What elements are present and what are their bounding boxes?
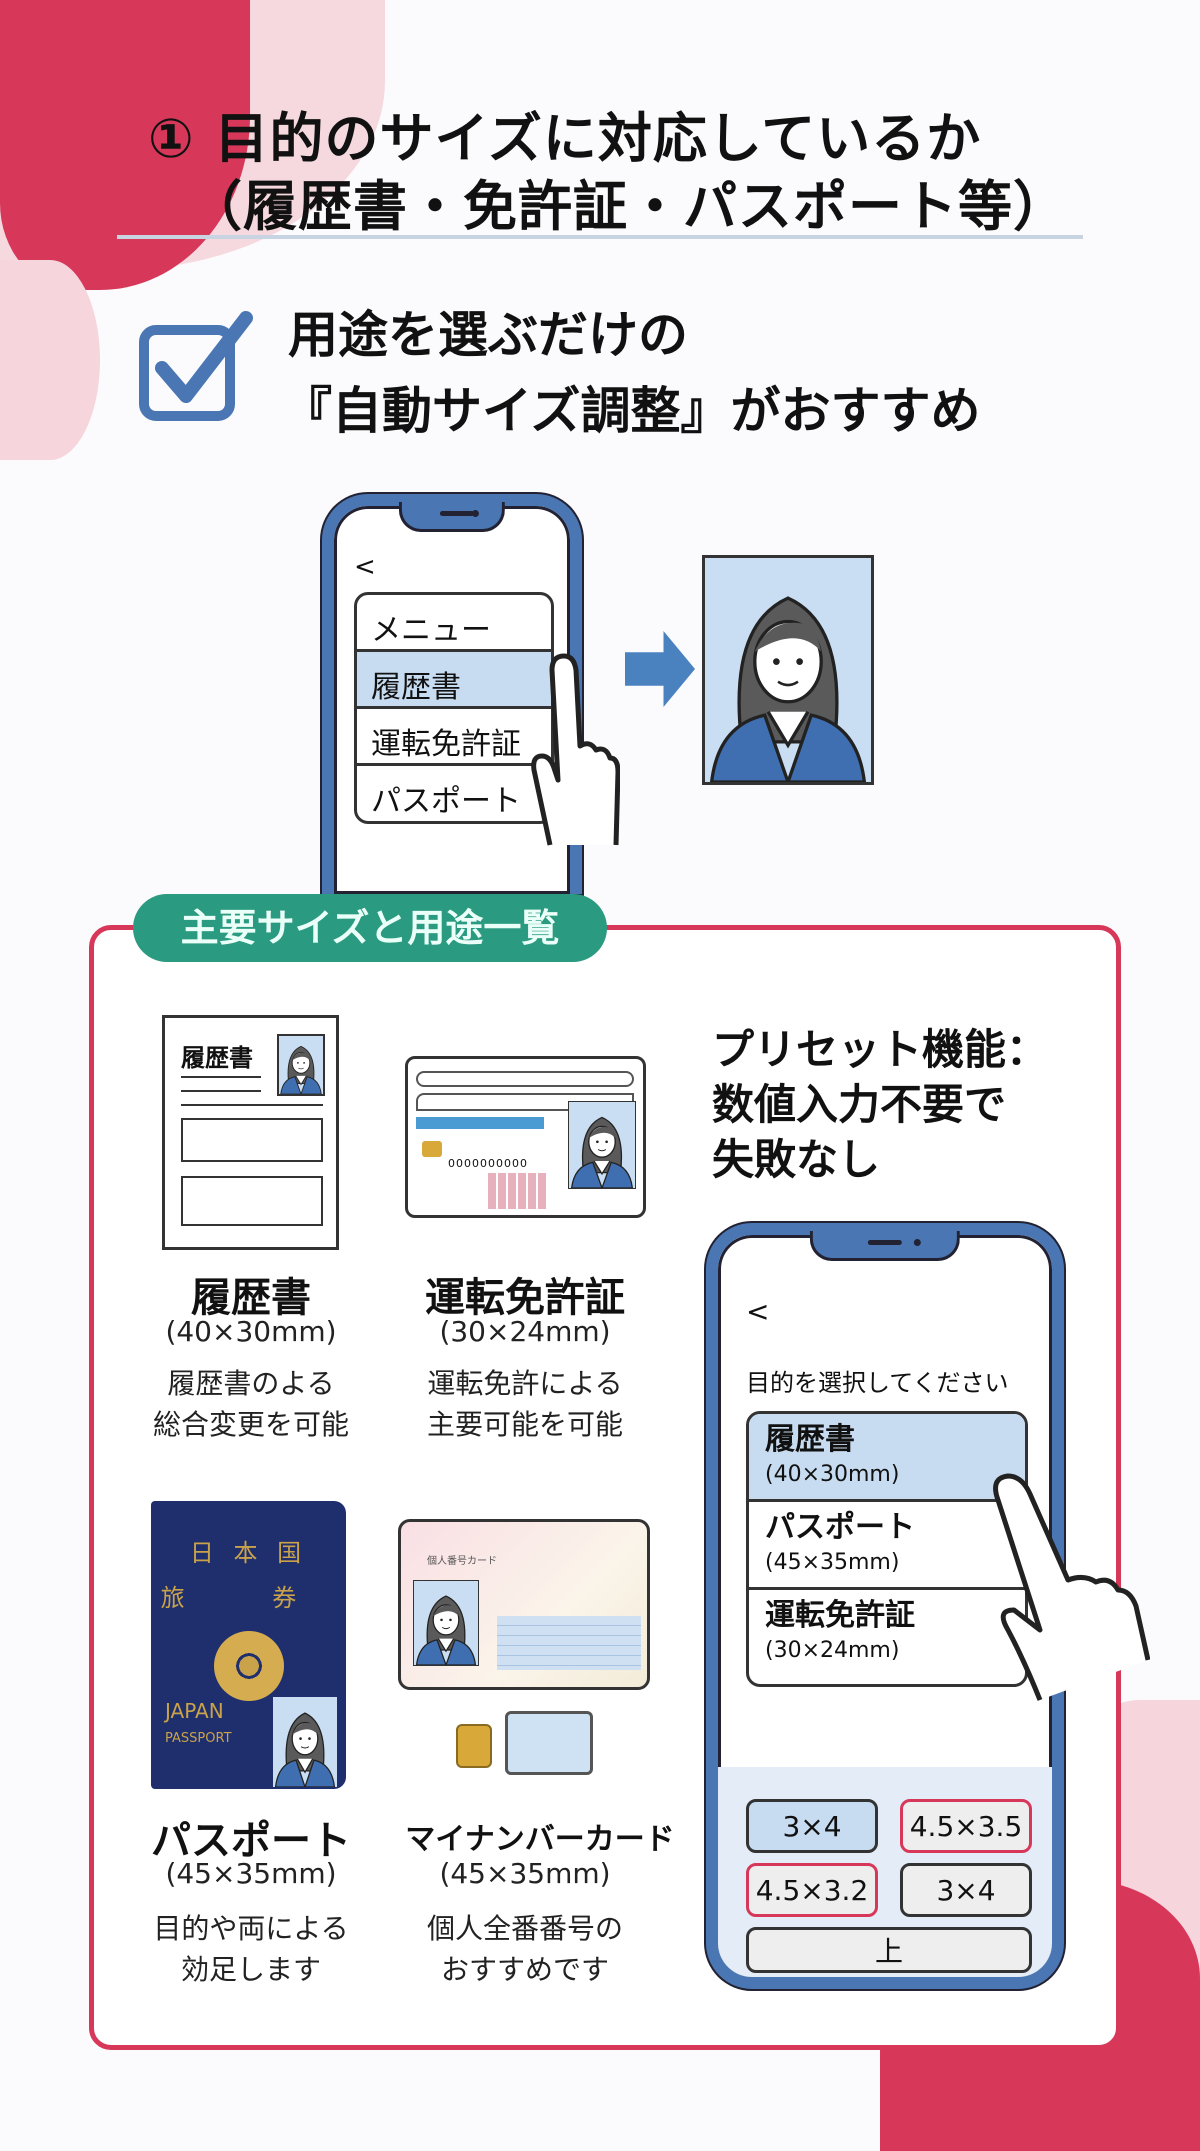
bottom-button[interactable]: 上	[746, 1927, 1032, 1973]
item-desc-my-number: 個人全番番号のおすすめです	[426, 1912, 623, 1986]
person-avatar-icon	[274, 1712, 336, 1787]
menu-item-resume[interactable]: 履歴書	[357, 652, 551, 709]
checkbox-checked-icon	[138, 308, 256, 426]
preset-heading: プリセット機能：数値入力不要で失敗なし	[712, 1025, 1049, 1184]
back-button[interactable]: <	[354, 552, 376, 582]
ic-chip-icon	[456, 1724, 492, 1768]
page-title-line2: （履歴書・免許証・パスポート等）	[188, 175, 1068, 238]
chrysanthemum-emblem-icon	[213, 1631, 284, 1701]
title-divider	[117, 235, 1083, 239]
option-resume[interactable]: 履歴書(40×30mm)	[749, 1414, 1025, 1502]
size-chip[interactable]: 3×4	[900, 1863, 1032, 1917]
passport-icon: 日 本 国 旅 券 JAPAN PASSPORT	[151, 1501, 346, 1789]
item-name-resume: 履歴書	[191, 1275, 311, 1321]
resume-photo	[277, 1034, 325, 1096]
menu-item-license[interactable]: 運転免許証	[357, 709, 551, 766]
demo-phone: < メニュー 履歴書 運転免許証 パスポート	[322, 494, 582, 894]
menu-item-passport[interactable]: パスポート	[371, 784, 521, 819]
id-photo-result	[702, 555, 874, 785]
item-size-resume: (40×30mm)	[165, 1315, 337, 1348]
person-avatar-icon	[415, 1595, 477, 1665]
phone-notch	[398, 502, 506, 532]
blank-card-icon	[505, 1711, 593, 1775]
item-name-passport: パスポート	[151, 1818, 351, 1864]
item-desc-passport: 目的や両による効足します	[153, 1912, 349, 1986]
back-button[interactable]: <	[746, 1295, 770, 1328]
decor-blob	[0, 260, 100, 460]
license-photo	[568, 1101, 636, 1189]
size-chip[interactable]: 4.5×3.5	[900, 1799, 1032, 1853]
person-avatar-icon	[280, 1045, 322, 1094]
arrow-right-icon	[625, 631, 695, 707]
resume-document-icon: 履歴書	[162, 1015, 339, 1250]
item-name-my-number: マイナンバーカード	[405, 1822, 675, 1857]
my-number-card-icon: 個人番号カード	[398, 1519, 650, 1690]
pointing-hand-icon	[990, 1470, 1151, 1710]
size-chip[interactable]: 4.5×3.2	[746, 1863, 878, 1917]
item-size-passport: (45×35mm)	[165, 1857, 337, 1890]
size-chip[interactable]: 3×4	[746, 1799, 878, 1853]
item-size-my-number: (45×35mm)	[439, 1857, 611, 1890]
panel-heading: 主要サイズと用途一覧	[133, 894, 607, 962]
item-desc-license: 運転免許による主要可能を可能	[426, 1367, 623, 1441]
preset-phone: < 目的を選択してください 履歴書(40×30mm) パスポート(45×35mm…	[706, 1223, 1064, 1989]
option-license[interactable]: 運転免許証(30×24mm)	[765, 1598, 915, 1663]
phone-notch	[809, 1231, 961, 1261]
person-avatar-icon	[570, 1116, 634, 1188]
option-passport[interactable]: パスポート(45×35mm)	[749, 1502, 1025, 1590]
item-desc-resume: 履歴書のよる総合変更を可能	[152, 1367, 349, 1441]
prompt-text: 目的を選択してください	[746, 1369, 1009, 1397]
demo-menu: メニュー 履歴書 運転免許証 パスポート	[354, 592, 554, 824]
tip-line2: 『自動サイズ調整』がおすすめ	[282, 382, 981, 440]
tip-line1: 用途を選ぶだけの	[288, 306, 688, 364]
my-number-photo	[413, 1580, 479, 1666]
item-name-license: 運転免許証	[425, 1275, 625, 1321]
page-title-line1: ① 目的のサイズに対応しているか	[148, 107, 982, 170]
pointing-hand-icon	[530, 650, 621, 850]
passport-photo	[273, 1697, 337, 1787]
menu-item-menu[interactable]: メニュー	[357, 595, 551, 652]
item-size-license: (30×24mm)	[439, 1315, 611, 1348]
person-avatar-icon	[709, 596, 867, 782]
purpose-options: 履歴書(40×30mm) パスポート(45×35mm) 運転免許証(30×24m…	[746, 1411, 1028, 1687]
drivers-license-icon: 0000000000	[405, 1056, 646, 1218]
